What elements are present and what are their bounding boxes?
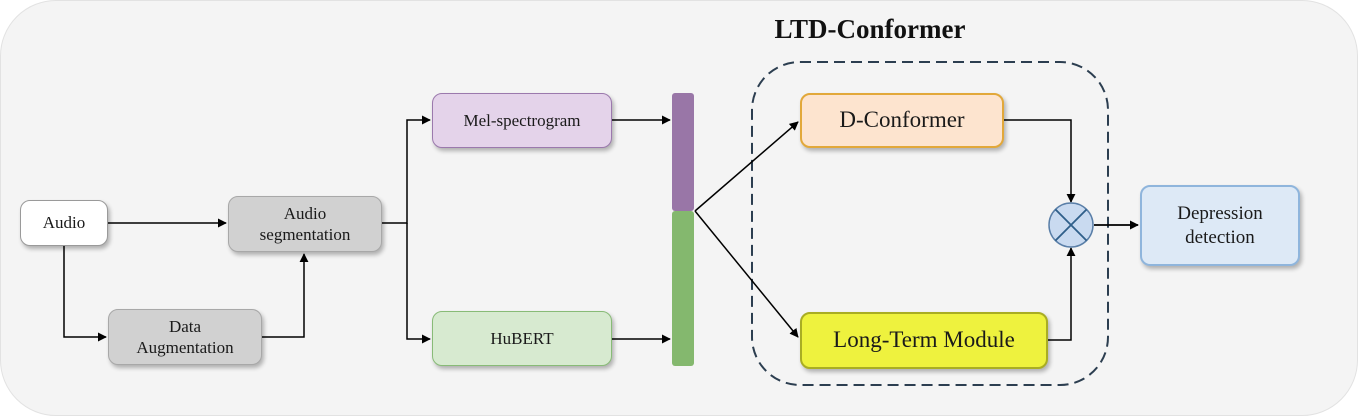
d-conformer-node: D-Conformer (800, 93, 1004, 148)
hubert-label: HuBERT (490, 328, 554, 348)
hubert-feature-bar (672, 211, 694, 366)
long-term-module-node: Long-Term Module (800, 312, 1048, 369)
arrow-long-term-to-multiply (1048, 247, 1076, 341)
audio-segmentation-label: Audio segmentation (259, 203, 351, 244)
ltd-conformer-title: LTD-Conformer (774, 14, 966, 44)
long-term-module-label: Long-Term Module (833, 327, 1015, 353)
arrow-bar-to-long-term-module (694, 210, 799, 338)
arrow-augmentation-to-segmentation (262, 253, 309, 338)
audio-node-label: Audio (42, 213, 86, 233)
mel-spectrogram-node: Mel-spectrogram (432, 93, 612, 148)
circled-times-icon (1048, 202, 1094, 248)
arrow-bar-to-d-conformer (694, 121, 799, 212)
arrow-d-conformer-to-multiply (1004, 119, 1076, 203)
depression-detection-node: Depression detection (1140, 185, 1300, 266)
arrow-segmentation-to-mel (382, 115, 431, 224)
d-conformer-label: D-Conformer (839, 107, 965, 133)
arrow-audio-to-augmentation (63, 246, 107, 342)
audio-segmentation-node: Audio segmentation (228, 196, 382, 252)
data-augmentation-label: Data Augmentation (136, 316, 234, 357)
audio-node: Audio (20, 200, 108, 246)
hubert-node: HuBERT (432, 311, 612, 366)
mel-feature-bar (672, 93, 694, 211)
arrow-segmentation-to-hubert (406, 223, 431, 344)
mel-spectrogram-label: Mel-spectrogram (463, 110, 581, 130)
ltd-conformer-group-border (751, 61, 1109, 386)
depression-detection-label: Depression detection (1177, 202, 1263, 248)
data-augmentation-node: Data Augmentation (108, 309, 262, 365)
